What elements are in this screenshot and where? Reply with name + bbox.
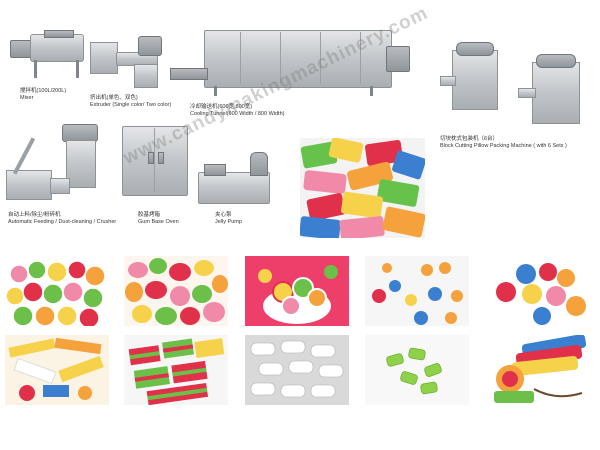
gum-base-oven	[118, 124, 190, 202]
thumb-stick-gum-pieces	[5, 335, 109, 405]
packing-machines	[440, 40, 590, 135]
candy-collage	[300, 138, 425, 238]
packing-caption: 切块枕式包装机（6台）Block Cutting Pillow Packing …	[440, 136, 567, 149]
thumb-large-gum-balls	[486, 256, 590, 326]
extruder-machine	[88, 36, 168, 88]
cooling-tunnel-caption: 冷却输送机(600宽,800宽)Cooling Tunnel(600 Width…	[190, 104, 285, 117]
thumb-wrapped-layered-gum	[124, 335, 228, 405]
thumb-white-pillow-gum	[245, 335, 349, 405]
thumb-green-pillow-gum	[365, 335, 469, 405]
feeding-crusher-machine	[4, 118, 104, 204]
jelly-pump-machine	[196, 150, 276, 206]
thumb-scattered-gum-balls	[365, 256, 469, 326]
thumb-striped-gum-balls	[5, 256, 109, 326]
mixer-caption: 搅拌机(100L/200L)Mixer	[20, 88, 67, 101]
thumb-cartoon-gum-packs	[486, 335, 590, 405]
thumb-assorted-fruit-candies	[124, 256, 228, 326]
mixer-machine	[8, 30, 84, 80]
cooling-tunnel-machine	[170, 28, 410, 96]
extruder-caption: 挤出机(单色、双色)Extruder (Single color/ Two co…	[90, 95, 172, 108]
thumb-swirl-candies-bowl	[245, 256, 349, 326]
